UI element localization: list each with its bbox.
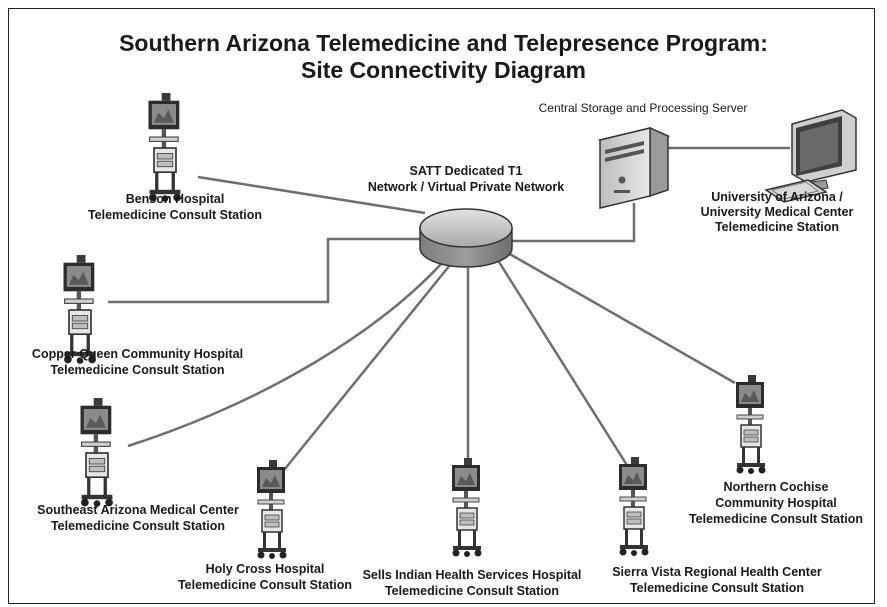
link-copper-queen xyxy=(108,237,423,304)
site-label-line-1: Southeast Arizona Medical Center xyxy=(37,503,239,517)
link-holy-cross xyxy=(279,264,451,476)
site-label-northern-cochise: Northern Cochise Community Hospital Tele… xyxy=(676,479,876,527)
server-label: Central Storage and Processing Server xyxy=(538,101,748,115)
university-label-line-1: University of Arizona / xyxy=(711,190,843,204)
university-label: University of Arizona / University Medic… xyxy=(692,190,862,235)
site-label-holy-cross: Holy Cross Hospital Telemedicine Consult… xyxy=(160,561,370,593)
site-label-line-1: Sierra Vista Regional Health Center xyxy=(612,565,822,579)
hub-label-line-2: Network / Virtual Private Network xyxy=(367,180,565,194)
site-label-sells: Sells Indian Health Services Hospital Te… xyxy=(352,567,592,599)
link-northern-cochise xyxy=(507,251,736,385)
hub-label: SATT Dedicated T1 Network / Virtual Priv… xyxy=(356,163,576,195)
diagram-frame xyxy=(8,8,875,604)
server-tower-icon xyxy=(597,126,671,209)
site-label-line-2: Community Hospital xyxy=(715,496,837,510)
cart-southeast-arizona-icon xyxy=(79,398,114,508)
title-line-2: Site Connectivity Diagram xyxy=(300,57,587,83)
site-label-southeast-arizona: Southeast Arizona Medical Center Telemed… xyxy=(13,502,263,534)
cart-sells-icon xyxy=(451,458,483,558)
link-server xyxy=(510,203,636,243)
cart-northern-cochise-icon xyxy=(735,375,767,475)
site-label-line-2: Telemedicine Consult Station xyxy=(87,208,263,222)
title-line-1: Southern Arizona Telemedicine and Telepr… xyxy=(119,30,768,56)
hub-label-line-1: SATT Dedicated T1 xyxy=(409,164,523,178)
site-label-line-2: Telemedicine Consult Station xyxy=(50,363,225,377)
university-label-line-2: University Medical Center xyxy=(700,205,854,219)
site-label-line-2: Telemedicine Consult Station xyxy=(50,519,226,533)
site-label-line-1: Sells Indian Health Services Hospital xyxy=(362,568,582,582)
connection-lines xyxy=(108,146,790,476)
cart-sierra-vista-icon xyxy=(618,457,650,557)
university-label-line-3: Telemedicine Station xyxy=(714,220,840,234)
site-label-copper-queen: Copper Queen Community Hospital Telemedi… xyxy=(15,346,260,378)
cart-benson-icon xyxy=(147,93,182,203)
link-benson xyxy=(197,175,426,215)
site-label-line-2: Telemedicine Consult Station xyxy=(384,584,560,598)
link-sierra-vista xyxy=(497,261,632,471)
diagram-title: Southern Arizona Telemedicine and Telepr… xyxy=(0,30,887,84)
site-label-sierra-vista: Sierra Vista Regional Health Center Tele… xyxy=(592,564,842,596)
site-label-line-1: Benson Hospital xyxy=(125,192,225,206)
site-label-line-2: Telemedicine Consult Station xyxy=(177,578,353,592)
link-southeast-arizona xyxy=(127,261,444,448)
site-label-line-1: Holy Cross Hospital xyxy=(205,562,325,576)
site-label-line-2: Telemedicine Consult Station xyxy=(629,581,805,595)
site-label-benson: Benson Hospital Telemedicine Consult Sta… xyxy=(70,191,280,223)
network-hub xyxy=(419,208,513,268)
desktop-computer-icon xyxy=(764,109,857,203)
site-label-line-3: Telemedicine Consult Station xyxy=(688,512,864,526)
site-label-line-1: Copper Queen Community Hospital xyxy=(31,347,244,361)
site-label-line-1: Northern Cochise xyxy=(723,480,829,494)
